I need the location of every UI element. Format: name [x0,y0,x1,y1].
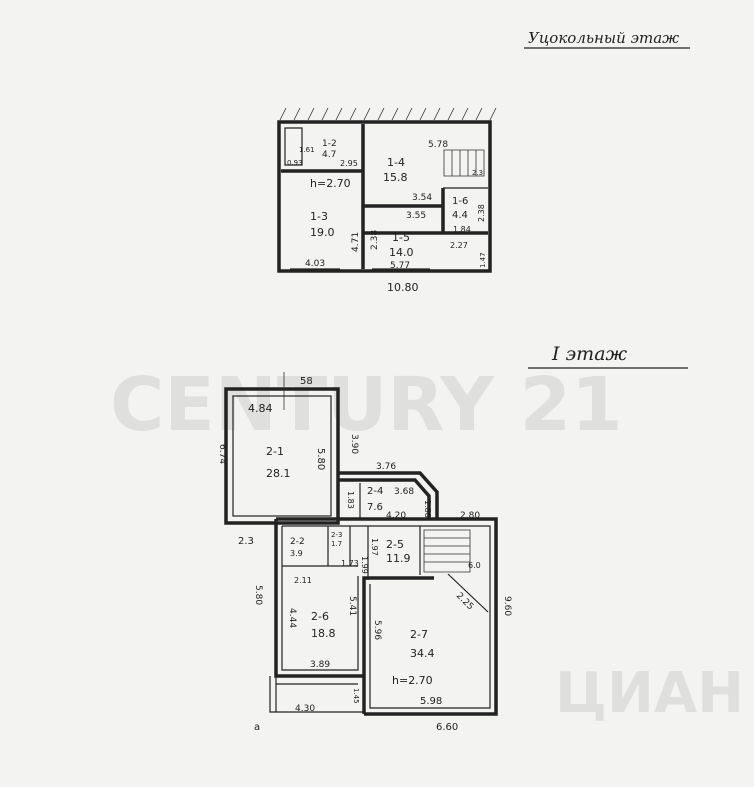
first-dim-674: 6.74 [217,444,227,464]
watermark-century21: CENTURY 21 [110,362,623,448]
watermark-cian: ЦИАН [555,661,744,726]
basement-dim-471: 4.71 [351,232,361,252]
first-dim-199: 1.99 [360,556,369,574]
first-floor-title: I этаж [551,343,628,365]
basement-partition [284,127,488,189]
first-dim-23: 2.3 [238,536,254,547]
room-1-5-id: 1-5 [392,231,410,244]
room-1-5-area: 14.0 [389,246,414,259]
basement-dim-184: 1.84 [453,225,471,234]
room-1-1-dim-b: 0.93 [287,159,303,167]
room-2-3-id: 2-3 [331,531,342,539]
room-2-1-dim-484: 4.84 [248,402,273,415]
basement-dim-147: 1.47 [479,252,487,268]
first-dim-390: 3.90 [349,434,359,454]
first-dim-960: 9.60 [502,596,512,616]
basement-dim-403: 4.03 [305,259,325,269]
basement-stairs [443,149,485,177]
first-dim-376: 3.76 [376,462,396,472]
room-2-2-area: 3.9 [290,549,303,558]
room-1-4-dim: 5.78 [428,140,448,150]
first-dim-280: 2.80 [460,511,480,521]
room-1-2-area: 4.7 [322,150,336,160]
room-1-1-dim-a: 1.61 [299,146,315,154]
basement-dim-577: 5.77 [390,261,410,271]
basement-dim-1080: 10.80 [387,281,419,294]
basement-hatch [279,107,497,121]
room-2-4-id: 2-4 [367,486,383,497]
basement-dim-354: 3.54 [412,193,432,203]
room-2-1-walls [224,387,340,525]
first-dim-430: 4.30 [295,704,315,714]
room-2-5-area: 11.9 [386,552,411,565]
basement-interior-walls [281,124,488,269]
room-1-6-id: 1-6 [452,196,468,207]
first-dim-541: 5.41 [347,596,357,616]
first-dim-211: 2.11 [294,576,312,585]
basement-floor: Уцокольный этаж 1.61 0.93 1-2 4.7 2.95 h… [277,29,690,294]
basement-dim-227: 2.27 [450,241,468,250]
first-corner-a: a [254,722,260,733]
first-dim-197: 1.97 [370,538,379,556]
first-dim-183: 1.83 [346,491,355,509]
room-2-3-area: 1.7 [331,540,342,548]
room-1-2-dim: 2.95 [340,159,358,168]
room-2-2-id: 2-2 [290,537,305,547]
first-floor-inner-walls [281,525,491,709]
first-dim-580-left: 5.80 [253,585,263,605]
room-2-7-height: h=2.70 [392,674,433,687]
room-2-4-dim: 3.68 [394,487,414,497]
room-1-4-area: 15.8 [383,171,408,184]
room-2-1-id: 2-1 [266,445,284,458]
first-floor-stairs [423,529,471,573]
room-1-2-id: 1-2 [322,139,337,149]
first-dim-173: 1.73 [341,559,359,568]
room-2-5-id: 2-5 [386,538,404,551]
room-2-5-dim: 4.20 [386,511,406,521]
first-floor-diagonal [447,573,489,613]
room-2-6-dim-389: 3.89 [310,660,330,670]
room-2-1-dim-580: 5.80 [315,448,326,470]
basement-dim-238: 2.38 [370,230,380,250]
room-2-4-area: 7.6 [367,502,383,513]
room-1-4-id: 1-4 [387,156,405,169]
room-2-6-area: 18.8 [311,627,336,640]
room-1-6-area: 4.4 [452,210,468,221]
room-1-6-dim: 2.38 [477,204,486,222]
first-dim-225: 2.25 [454,591,475,612]
first-dim-145: 1.45 [352,688,360,704]
room-1-3-height: h=2.70 [310,177,351,190]
first-dim-58: 58 [300,376,313,387]
basement-dim-23: 2.3 [472,169,483,177]
first-dim-188: 1.88 [423,500,432,518]
basement-title: Уцокольный этаж [528,29,679,47]
first-dim-660: 6.60 [436,722,458,733]
room-2-1-area: 28.1 [266,467,291,480]
room-2-1-inner [232,395,332,517]
room-1-3-id: 1-3 [310,210,328,223]
room-2-6-id: 2-6 [311,610,329,623]
room-1-5-dim: 3.55 [406,211,426,221]
room-2-7-area: 34.4 [410,647,435,660]
room-2-4-walls [338,471,439,520]
basement-outline [277,120,492,273]
first-floor-porch [269,676,364,713]
room-2-7-id: 2-7 [410,628,428,641]
room-2-6-dim-444: 4.44 [287,608,297,628]
room-2-7-dim-598: 5.98 [420,696,442,707]
room-1-3-area: 19.0 [310,226,335,239]
first-dim-60: 6.0 [468,561,481,570]
first-dim-596: 5.96 [372,620,382,640]
